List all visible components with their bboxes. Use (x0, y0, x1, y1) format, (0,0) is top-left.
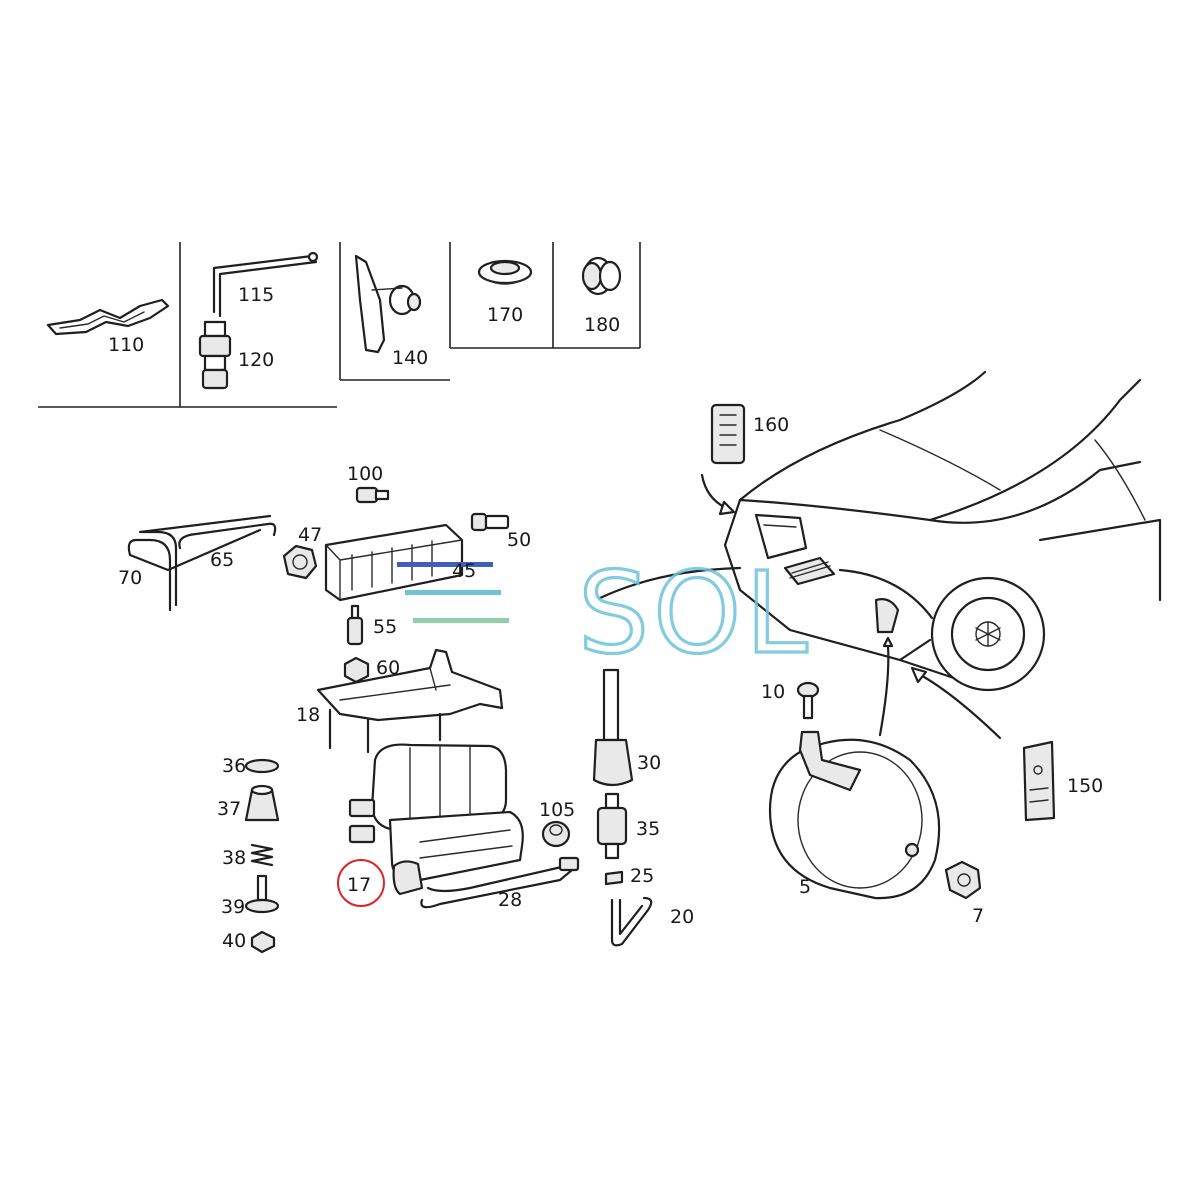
callout-label-47: 47 (298, 524, 322, 546)
callout-label-18: 18 (296, 704, 320, 726)
part-120-fitting (198, 320, 232, 390)
part-28-hose (420, 868, 574, 909)
callout-label-50: 50 (507, 529, 531, 551)
part-150-bracket (1022, 740, 1056, 822)
arrow-160 (700, 473, 728, 510)
part-110-bracket (46, 298, 170, 336)
part-40-nut (250, 930, 276, 954)
callout-label-38: 38 (222, 847, 246, 869)
part-115-rod (212, 251, 319, 318)
callout-label-7: 7 (972, 905, 984, 927)
callout-labels: 160 100 47 50 70 65 45 55 60 18 10 150 3… (118, 414, 1103, 952)
part-20-hose (610, 896, 653, 947)
callout-label-28: 28 (498, 889, 522, 911)
callout-label-60: 60 (376, 657, 400, 679)
arrow-bumper (598, 566, 742, 600)
callout-label-17: 17 (347, 874, 371, 896)
vehicle-front-outline (723, 370, 1162, 692)
inset-label: 170 (487, 304, 523, 326)
callout-label-10: 10 (761, 681, 785, 703)
watermark-bar (397, 562, 493, 567)
part-28-fitting (558, 856, 580, 872)
part-7-drain-plug (944, 860, 982, 900)
part-70-rod (127, 528, 262, 612)
inset-label: 110 (108, 334, 144, 356)
watermark-bar (413, 618, 509, 623)
inset-parts-table (38, 242, 641, 408)
highlight-circle (337, 859, 385, 907)
part-60-nut (343, 656, 370, 684)
inset-label: 140 (392, 347, 428, 369)
inset-label: 120 (238, 349, 274, 371)
callout-label-40: 40 (222, 930, 246, 952)
part-10-bolt (796, 681, 820, 720)
part-65-rod (178, 522, 277, 550)
callout-label-25: 25 (630, 865, 654, 887)
callout-label-45: 45 (452, 560, 476, 582)
arrowhead (882, 636, 894, 648)
callout-label-39: 39 (221, 896, 245, 918)
arrow-tank (878, 644, 890, 737)
part-140-clip (354, 254, 422, 354)
callout-label-36: 36 (222, 755, 246, 777)
part-70-rod-outline (138, 514, 272, 607)
watermark-bar (405, 590, 501, 595)
watermark-text: SOL (578, 549, 812, 679)
part-38-spring (250, 843, 274, 867)
callout-label-160: 160 (753, 414, 789, 436)
callout-label-37: 37 (217, 798, 241, 820)
callout-label-70: 70 (118, 567, 142, 589)
inset-label: 180 (584, 314, 620, 336)
part-18-bracket (316, 648, 504, 754)
part-160-module (710, 403, 746, 465)
part-100-bolt (355, 486, 390, 504)
part-55-pin (346, 604, 364, 646)
watermark-logo: SOL (397, 547, 812, 681)
part-35-filter (596, 792, 628, 860)
part-30-filter (592, 668, 634, 787)
part-47-nut (282, 544, 318, 580)
inset-label: 115 (238, 284, 274, 306)
callout-label-65: 65 (210, 549, 234, 571)
part-37-rubber-mount (244, 784, 280, 822)
part-50-sensor (470, 512, 510, 532)
part-39-bolt (244, 874, 280, 914)
part-45-valve-block (324, 523, 464, 602)
callout-label-5: 5 (799, 876, 811, 898)
part-105-cap (541, 820, 571, 848)
part-170-grommet (477, 259, 533, 285)
part-180-grommet (581, 256, 622, 296)
part-25-clip (604, 870, 624, 886)
callout-label-55: 55 (373, 616, 397, 638)
highlight-callout-17: 17 (337, 859, 385, 907)
callout-label-100: 100 (347, 463, 383, 485)
arrowhead (718, 500, 736, 516)
callout-label-30: 30 (637, 752, 661, 774)
part-5-air-tank (768, 730, 941, 900)
arrowhead (910, 666, 928, 684)
callout-label-150: 150 (1067, 775, 1103, 797)
part-36-washer (244, 758, 280, 774)
callout-label-20: 20 (670, 906, 694, 928)
part-17-compressor (348, 743, 524, 896)
callout-label-35: 35 (636, 818, 660, 840)
callout-label-105: 105 (539, 799, 575, 821)
